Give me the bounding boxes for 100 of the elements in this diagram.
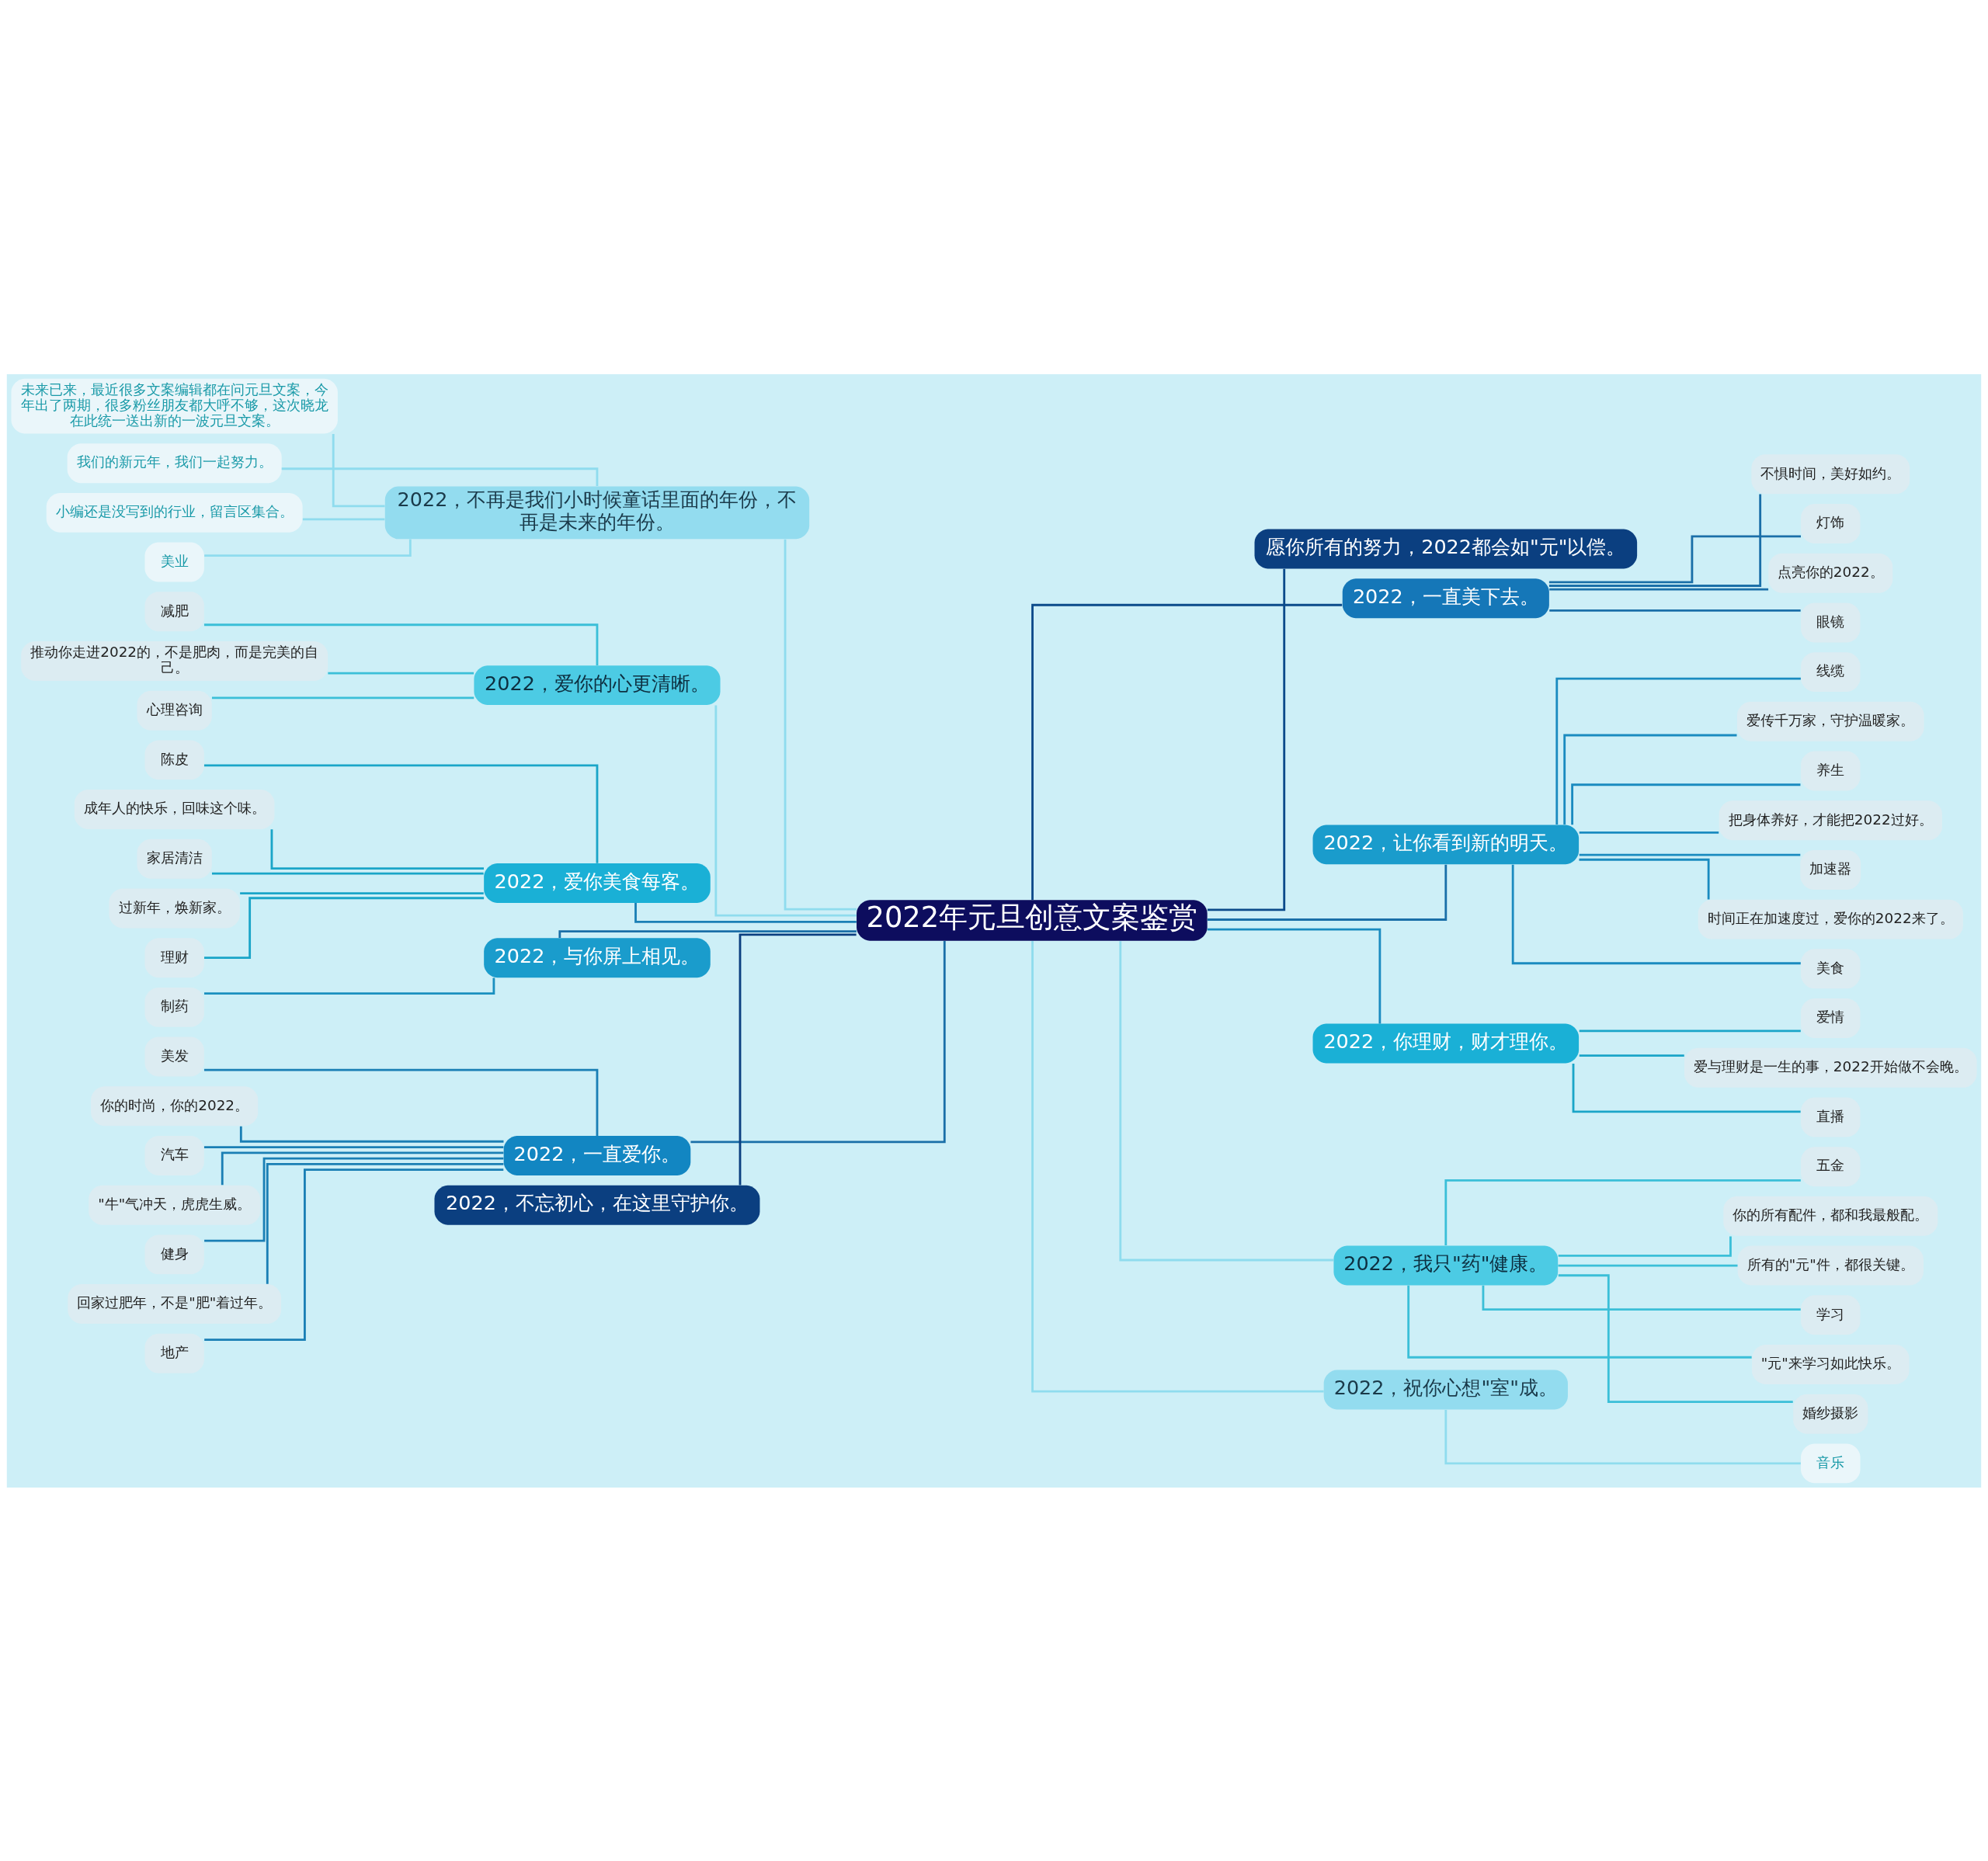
connector xyxy=(1572,1063,1801,1113)
connector xyxy=(1548,534,1801,583)
connector xyxy=(328,672,474,674)
connector xyxy=(1579,831,1719,834)
node-box: 爱与理财是一生的事，2022开始做不会晚。 xyxy=(1684,1047,1977,1088)
connector xyxy=(1119,940,1333,1261)
node-box: 2022，与你屏上相见。 xyxy=(484,937,711,977)
connector xyxy=(1444,1179,1801,1245)
node-box: 音乐 xyxy=(1801,1443,1861,1483)
node-box: 制药 xyxy=(144,987,204,1027)
node-box: 回家过肥年，不是"肥"着过年。 xyxy=(68,1283,281,1324)
connector xyxy=(211,696,474,699)
connector xyxy=(634,902,857,923)
node-box: 过新年，焕新家。 xyxy=(109,888,240,928)
node-box: 加速器 xyxy=(1800,849,1861,890)
connector xyxy=(690,940,946,1143)
node-box: 灯饰 xyxy=(1801,503,1861,543)
node-box: 小编还是没写到的行业，留言区集合。 xyxy=(46,492,303,533)
connector xyxy=(1207,928,1382,1023)
node-box: 五金 xyxy=(1801,1146,1861,1186)
connector xyxy=(204,1157,504,1242)
connector xyxy=(1031,940,1324,1393)
node-box: 2022，不忘初心，在这里守护你。 xyxy=(434,1185,760,1225)
connector xyxy=(714,704,857,917)
connector xyxy=(1558,1264,1738,1266)
connector xyxy=(1444,1409,1801,1464)
node-box: 汽车 xyxy=(144,1135,204,1175)
node-box: 2022，不再是我们小时候童话里面的年份，不再是未来的年份。 xyxy=(384,485,810,539)
node-box: 2022，爱你美食每客。 xyxy=(484,863,711,903)
node-box: 眼镜 xyxy=(1801,602,1861,642)
connector xyxy=(239,1126,504,1143)
node-box: 陈皮 xyxy=(144,739,204,779)
connector xyxy=(211,872,484,875)
node-box: 点亮你的2022。 xyxy=(1768,553,1893,593)
connector xyxy=(1207,864,1448,921)
node-box: 线缆 xyxy=(1801,651,1861,692)
connector xyxy=(270,828,484,870)
node-box: 爱传千万家，守护温暖家。 xyxy=(1736,701,1924,741)
connector xyxy=(1558,1273,1793,1403)
node-box: 地产 xyxy=(144,1333,204,1373)
connector xyxy=(332,433,385,507)
node-box: 美业 xyxy=(144,542,204,582)
node-box: 健身 xyxy=(144,1234,204,1274)
connector xyxy=(302,517,385,520)
connector xyxy=(1207,568,1286,911)
node-box: 把身体养好，才能把2022过好。 xyxy=(1719,800,1942,840)
connector xyxy=(1549,588,1769,590)
node-box: 爱情 xyxy=(1801,998,1861,1038)
node-box: 不惧时间，美好如约。 xyxy=(1751,453,1910,494)
connector xyxy=(1511,864,1801,964)
connector xyxy=(204,1168,504,1341)
node-box: 2022，一直爱你。 xyxy=(503,1135,691,1175)
node-box: 减肥 xyxy=(144,591,204,631)
node-box: 婚纱摄影 xyxy=(1793,1394,1868,1434)
connector xyxy=(203,1068,599,1136)
node-box: "牛"气冲天，虎虎生威。 xyxy=(89,1185,261,1225)
node-box: 所有的"元"件，都很关键。 xyxy=(1737,1245,1924,1286)
node-box: 我们的新元年，我们一起努力。 xyxy=(67,443,282,483)
connector xyxy=(1579,1054,1684,1057)
connector xyxy=(1579,1029,1801,1032)
node-box: 未来已来，最近很多文案编辑都在问元旦文案，今年出了两期，很多粉丝朋友都大呼不够，这次晓龙在此统一送出新的一波元旦文案。 xyxy=(11,378,338,433)
connector xyxy=(204,538,412,557)
node-box: "元"来学习如此快乐。 xyxy=(1752,1344,1910,1384)
node-box: 家居清洁 xyxy=(137,838,212,879)
node-box: 2022，祝你心想"室"成。 xyxy=(1323,1370,1568,1409)
connector xyxy=(1407,1285,1752,1359)
node-box: 2022，一直美下去。 xyxy=(1342,578,1549,618)
connector xyxy=(739,933,857,1186)
connector xyxy=(204,896,485,959)
node-box: 美食 xyxy=(1801,948,1861,988)
node-box: 学习 xyxy=(1801,1294,1861,1335)
connector xyxy=(203,1145,504,1148)
connector xyxy=(558,929,857,938)
connector xyxy=(221,1151,504,1185)
connector xyxy=(203,623,599,665)
node-box: 2022，你理财，财才理你。 xyxy=(1312,1023,1580,1064)
node-box: 理财 xyxy=(144,937,204,977)
connector xyxy=(266,1162,504,1284)
connector xyxy=(1563,734,1737,825)
connector xyxy=(1571,783,1801,825)
node-box: 时间正在加速度过，爱你的2022来了。 xyxy=(1698,899,1963,939)
node-box: 2022年元旦创意文案鉴赏 xyxy=(857,899,1208,941)
node-box: 你的所有配件，都和我最般配。 xyxy=(1723,1196,1938,1236)
node-box: 你的时尚，你的2022。 xyxy=(91,1085,259,1126)
node-box: 2022，爱你的心更清晰。 xyxy=(474,665,721,705)
node-box: 养生 xyxy=(1801,751,1861,790)
connector xyxy=(240,891,484,894)
connector xyxy=(1555,677,1801,825)
node-box: 成年人的快乐，回味这个味。 xyxy=(74,789,275,829)
node-box: 美发 xyxy=(144,1036,204,1077)
node-box: 愿你所有的努力，2022都会如"元"以偿。 xyxy=(1254,529,1638,569)
node-box: 2022，让你看到新的明天。 xyxy=(1312,824,1580,864)
connector xyxy=(1031,603,1343,900)
connector xyxy=(203,764,599,863)
node-box: 直播 xyxy=(1801,1096,1861,1137)
node-box: 2022，我只"药"健康。 xyxy=(1333,1245,1559,1286)
connector xyxy=(204,977,495,995)
connector xyxy=(1549,609,1801,612)
connector xyxy=(1558,1235,1732,1257)
node-box: 推动你走进2022的，不是肥肉，而是完美的自己。 xyxy=(21,641,328,681)
